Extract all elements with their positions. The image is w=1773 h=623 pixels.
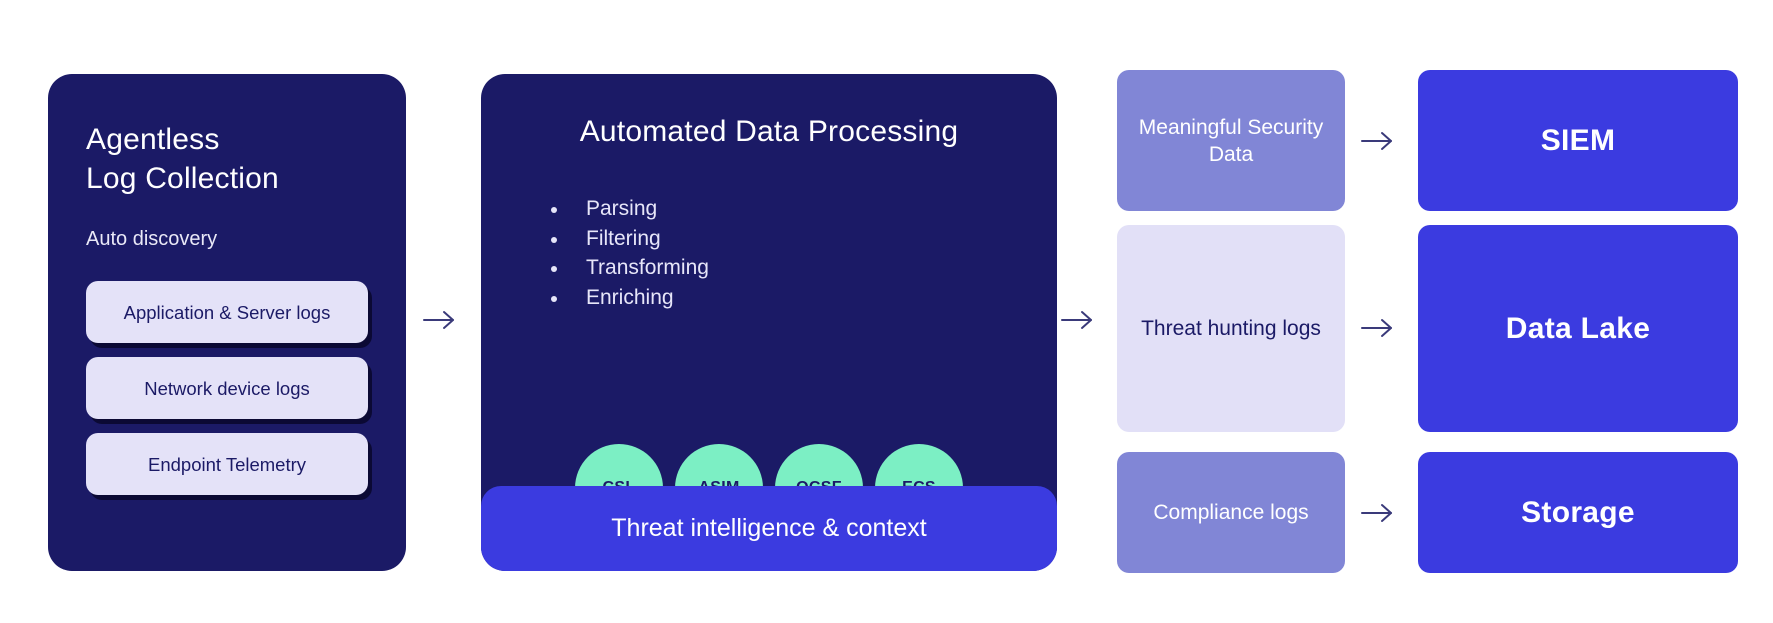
log-source-application-server[interactable]: Application & Server logs xyxy=(86,281,368,343)
agentless-log-collection-panel: Agentless Log Collection Auto discovery … xyxy=(48,74,406,571)
processing-title: Automated Data Processing xyxy=(579,115,959,148)
destination-card-siem[interactable]: SIEM xyxy=(1418,70,1738,211)
log-source-list: Application & Server logs Network device… xyxy=(86,281,368,495)
log-source-endpoint-telemetry[interactable]: Endpoint Telemetry xyxy=(86,433,368,495)
processing-step-filtering: Filtering xyxy=(548,224,1057,254)
processing-step-transforming: Transforming xyxy=(548,253,1057,283)
output-card-meaningful-security-data[interactable]: Meaningful Security Data xyxy=(1117,70,1345,211)
processing-step-list: Parsing Filtering Transforming Enriching xyxy=(548,194,1057,312)
arrow-right-icon-security-data-to-siem xyxy=(1358,126,1398,156)
destination-card-storage[interactable]: Storage xyxy=(1418,452,1738,573)
threat-intelligence-bar: Threat intelligence & context xyxy=(481,486,1057,571)
arrow-right-icon-processing-to-outputs xyxy=(1058,305,1098,335)
output-card-compliance-logs[interactable]: Compliance logs xyxy=(1117,452,1345,573)
automated-data-processing-panel: Automated Data Processing Parsing Filter… xyxy=(481,74,1057,571)
processing-step-enriching: Enriching xyxy=(548,283,1057,313)
arrow-right-icon-threat-hunting-to-data-lake xyxy=(1358,313,1398,343)
processing-step-parsing: Parsing xyxy=(548,194,1057,224)
destination-card-data-lake[interactable]: Data Lake xyxy=(1418,225,1738,432)
collection-subtitle: Auto discovery xyxy=(86,228,218,250)
output-card-threat-hunting-logs[interactable]: Threat hunting logs xyxy=(1117,225,1345,432)
log-source-network-device[interactable]: Network device logs xyxy=(86,357,368,419)
collection-title: Agentless Log Collection xyxy=(86,123,279,195)
arrow-right-icon-compliance-to-storage xyxy=(1358,498,1398,528)
arrow-right-icon-collection-to-processing xyxy=(420,305,460,335)
